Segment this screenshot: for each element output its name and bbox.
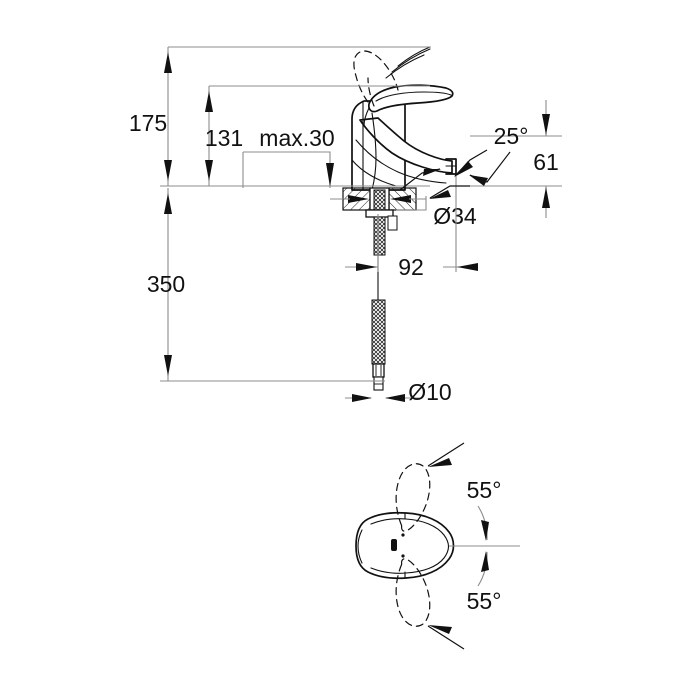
leader-55-upper (427, 442, 465, 467)
dimension-55-lower: 55° (427, 551, 502, 650)
arrow-25deg-upper (454, 161, 473, 177)
arrow-92-left (356, 263, 377, 271)
dimension-92: 92 (345, 176, 478, 280)
dimension-25-degrees: 25° (399, 123, 529, 199)
faucet-spout (359, 117, 453, 174)
dimension-d34: Ø34 (330, 195, 477, 229)
dimension-d10: Ø10 (345, 379, 452, 405)
lever-dot-lower (401, 554, 405, 558)
dimension-label-350: 350 (147, 271, 185, 297)
arrow-55-upper-leader (428, 458, 452, 467)
arrow-350-top (164, 193, 172, 214)
hose-braided-section (371, 299, 386, 365)
lever-neck (363, 107, 370, 127)
arrow-d34-right (390, 195, 411, 203)
arrow-d10-left (352, 394, 372, 402)
faucet-body (351, 46, 457, 191)
lever-dot-upper (401, 533, 405, 537)
arrow-175-bottom (164, 160, 172, 181)
arrow-55-upper-arc (481, 520, 489, 541)
arrow-25deg-body (423, 169, 441, 176)
lever-ghost-down (395, 558, 431, 627)
motion-arc-1 (391, 48, 431, 73)
hose-end-fitting (373, 376, 384, 391)
spout-inner-curve (351, 159, 397, 187)
top-view: 55° 55° (355, 442, 520, 650)
arrow-max30 (326, 163, 334, 187)
lever-inner-contour (370, 518, 450, 574)
dimension-label-55-upper: 55° (467, 477, 502, 503)
dim-leader-d34 (396, 196, 427, 211)
spout-underside-curve (355, 139, 447, 184)
lever-indicator-slot (391, 539, 397, 551)
dimension-61: 61 (470, 100, 562, 218)
lever-handle-highlight (375, 91, 452, 102)
dimension-label-131: 131 (205, 125, 243, 151)
lever-ghost-raised (353, 50, 399, 103)
leader-angle-underside (429, 185, 470, 199)
arrow-92-right (457, 263, 478, 271)
dimension-label-55-lower: 55° (467, 588, 502, 614)
leader-55-lower (427, 625, 465, 650)
dimension-131: 131 (205, 85, 430, 186)
hose-shank-upper (373, 216, 386, 256)
dimension-175: 175 (129, 46, 430, 186)
lever-ghost-inner (367, 77, 375, 107)
dimension-55-upper: 55° (427, 442, 502, 541)
arrow-55-lower-leader (428, 625, 452, 634)
lever-ghost-up (395, 463, 431, 532)
lever-outline (355, 511, 455, 580)
dimension-label-d10: Ø10 (408, 379, 451, 405)
dimension-350: 350 (147, 188, 385, 382)
side-fitting (387, 215, 398, 231)
arrow-131-bottom (205, 160, 213, 181)
flexible-hose (371, 254, 386, 391)
front-elevation-view: 175 131 max.30 350 (129, 46, 562, 405)
arrow-131-top (205, 91, 213, 112)
column-inner-curve (371, 112, 377, 191)
arrow-61-bottom (542, 187, 550, 208)
dimension-label-max30: max.30 (259, 125, 334, 151)
arrow-55-lower-arc (481, 551, 489, 572)
dimension-label-61: 61 (533, 149, 559, 175)
arrow-d34-left (348, 195, 369, 203)
arrow-61-top (542, 114, 550, 135)
arrow-25deg-lower (469, 175, 488, 186)
dimension-label-d34: Ø34 (433, 203, 477, 229)
lever-top-view (355, 511, 455, 580)
dimension-label-25deg: 25° (494, 123, 529, 149)
arrow-angle-underside (429, 190, 451, 199)
dimension-label-92: 92 (398, 254, 424, 280)
arrow-d10-right (385, 394, 405, 402)
arrow-350-bottom (164, 355, 172, 376)
arrow-175-top (164, 52, 172, 73)
motion-arc-2 (385, 54, 425, 79)
lever-cap-edge (357, 529, 363, 564)
hose-ferrule (372, 363, 385, 378)
motion-arc-3 (397, 46, 431, 67)
dimension-max30: max.30 (242, 125, 335, 188)
dimension-label-175: 175 (129, 110, 167, 136)
lever-ghost-positions (395, 463, 431, 627)
